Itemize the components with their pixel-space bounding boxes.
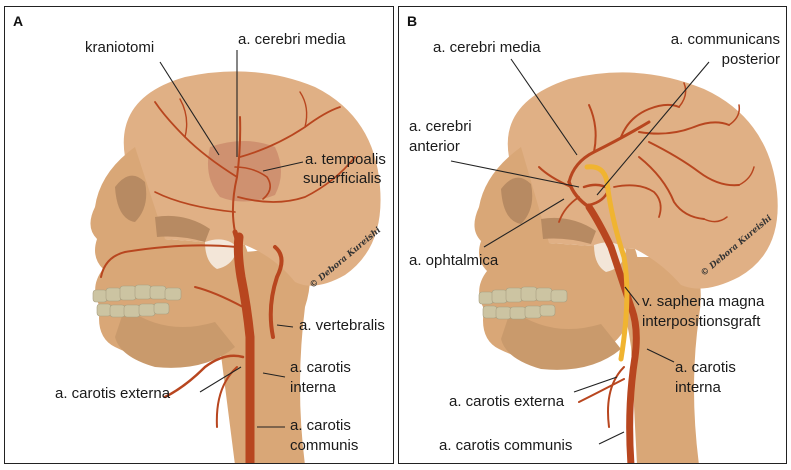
label-carotis-interna-b-line1: a. carotis — [675, 359, 736, 376]
panel-a: A kraniotomi a. cerebri media a. tempoal… — [4, 6, 394, 464]
label-communicans-line1: a. communicans — [671, 31, 780, 48]
label-cerebri-anterior-line1: a. cerebri — [409, 118, 472, 135]
label-vertebralis: a. vertebralis — [299, 317, 385, 334]
label-communicans-line2: posterior — [722, 51, 780, 68]
label-carotis-interna-a-line1: a. carotis — [290, 359, 351, 376]
label-carotis-externa-b: a. carotis externa — [449, 393, 564, 410]
label-carotis-communis-a-line1: a. carotis — [290, 417, 351, 434]
panel-label-b: B — [407, 13, 417, 29]
label-carotis-externa-a: a. carotis externa — [55, 385, 170, 402]
label-carotis-communis-a-line2: communis — [290, 437, 358, 454]
label-cerebri-media-a: a. cerebri media — [238, 31, 346, 48]
label-saphena-line1: v. saphena magna — [642, 293, 764, 310]
label-carotis-interna-b-line2: interna — [675, 379, 721, 396]
label-ophtalmica: a. ophtalmica — [409, 252, 498, 269]
label-carotis-interna-a-line2: interna — [290, 379, 336, 396]
label-carotis-communis-b: a. carotis communis — [439, 437, 572, 454]
label-kraniotomi: kraniotomi — [85, 39, 154, 56]
label-cerebri-media-b: a. cerebri media — [433, 39, 541, 56]
craniotomy-area — [208, 141, 281, 202]
panel-label-a: A — [13, 13, 23, 29]
label-temporalis-line2: superficialis — [303, 170, 381, 187]
label-temporalis-line1: a. tempoalis — [305, 151, 386, 168]
label-cerebri-anterior-line2: anterior — [409, 138, 460, 155]
panel-b: B a. cerebri media a. communicans poster… — [398, 6, 787, 464]
label-saphena-line2: interpositionsgraft — [642, 313, 760, 330]
